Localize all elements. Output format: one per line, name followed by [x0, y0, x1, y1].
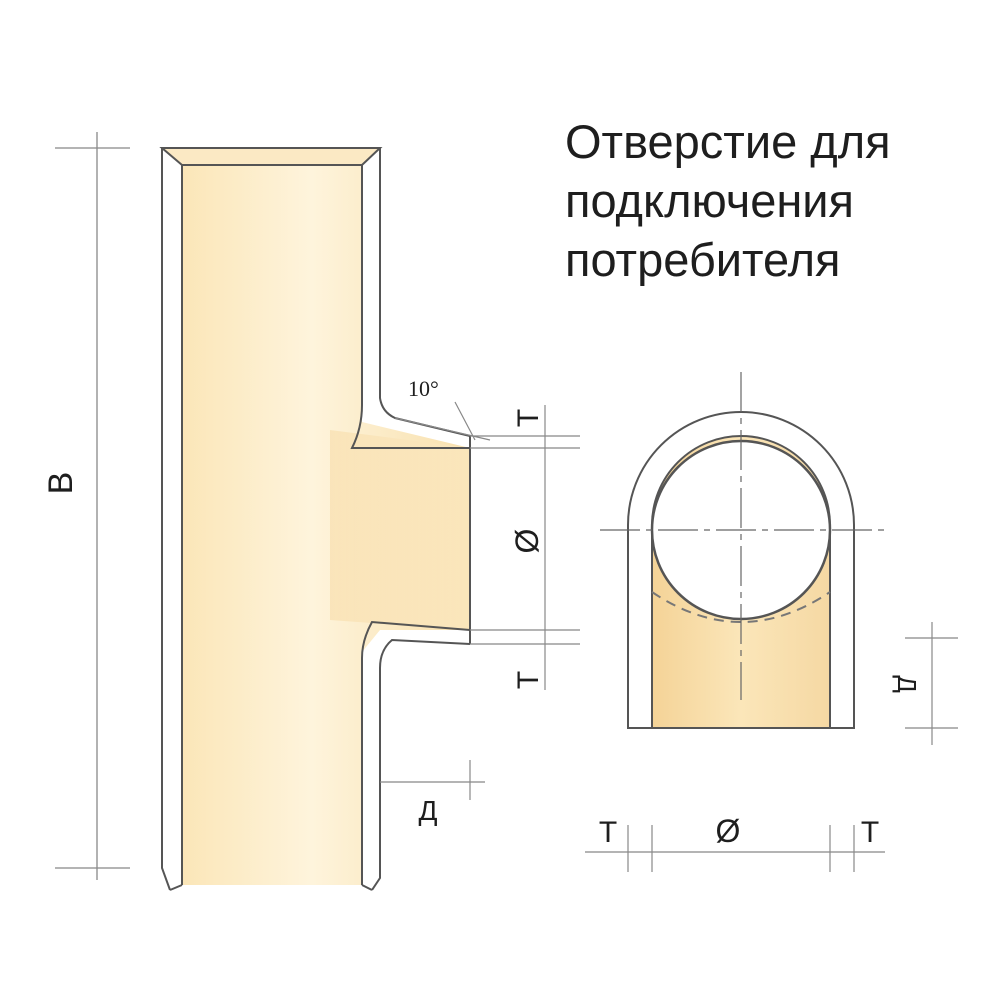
label-branch-thickness-bottom: Т — [512, 671, 545, 689]
main-pipe-outer-right-wall-upper — [379, 148, 471, 437]
label-branch-diameter: Ø — [509, 529, 545, 554]
label-branch-thickness-top: Т — [512, 409, 545, 427]
hidden-edge-dashed — [651, 591, 831, 623]
caption-line-2: подключения — [565, 174, 854, 227]
label-angle: 10° — [408, 376, 439, 401]
cross-section-width-dimension — [585, 825, 885, 872]
caption-line-1: Отверстие для — [565, 115, 891, 168]
caption: Отверстие для подключения потребителя — [565, 112, 985, 289]
caption-line-3: потребителя — [565, 233, 841, 286]
label-height: В — [42, 472, 80, 495]
tee-interior — [182, 165, 470, 885]
top-rim — [159, 147, 383, 166]
bottom-lip — [169, 884, 373, 891]
label-cross-section-depth: Д — [892, 675, 922, 693]
tee-body — [159, 147, 471, 891]
cross-section-depth-dimension — [905, 622, 958, 745]
cross-section — [600, 372, 890, 729]
socket-depth-dimension — [380, 760, 485, 800]
label-bottom-thickness-left: Т — [599, 816, 617, 849]
label-socket-depth: Д — [419, 795, 438, 826]
branch-lower-inner-wall — [361, 620, 471, 885]
height-dimension — [55, 132, 130, 880]
label-bottom-diameter: Ø — [716, 813, 741, 849]
label-bottom-thickness-right: Т — [861, 816, 879, 849]
main-pipe-inner-right-wall-upper — [350, 165, 470, 449]
branch-shading — [330, 430, 470, 630]
branch-lower-outer-wall — [371, 638, 471, 891]
main-pipe-outer-left-wall — [161, 148, 171, 891]
branch-dimensions — [470, 405, 580, 690]
